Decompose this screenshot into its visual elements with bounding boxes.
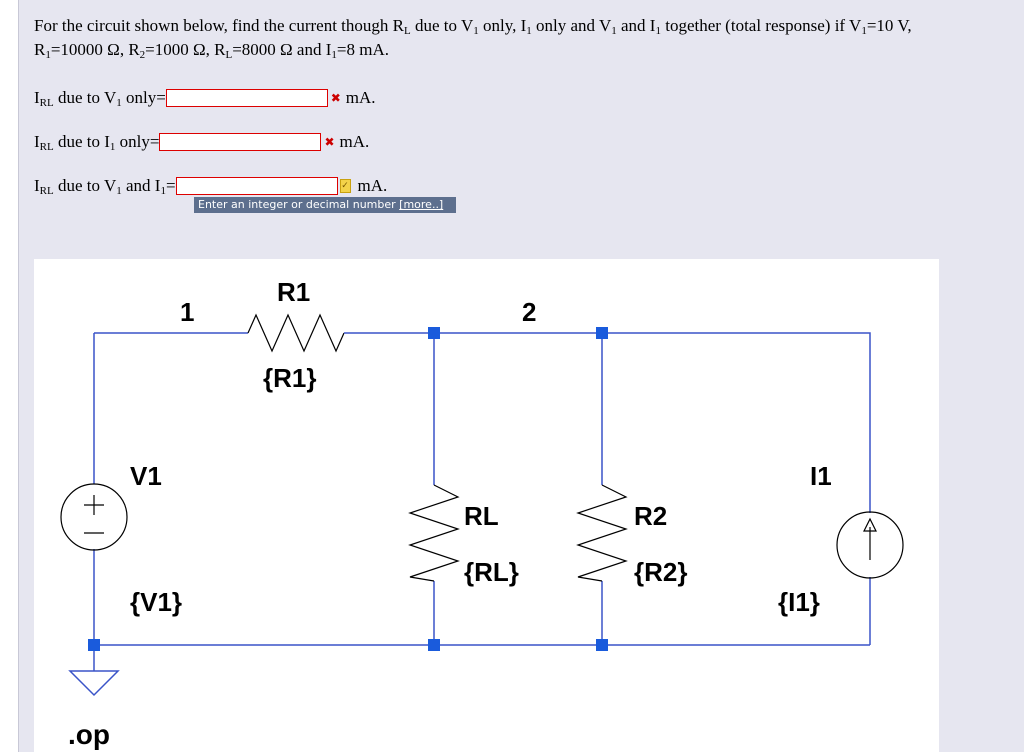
- v1-name-label: V1: [130, 461, 162, 491]
- v1-value-label: {V1}: [130, 587, 182, 617]
- resistor-r1-symbol: [247, 313, 345, 353]
- help-icon[interactable]: ✓: [339, 179, 351, 193]
- node-marker: [428, 327, 440, 339]
- wires: [68, 313, 871, 697]
- r2-name-label: R2: [634, 501, 667, 531]
- unit-label: mA.: [339, 132, 370, 151]
- node1-label: 1: [180, 297, 194, 327]
- unit-label: mA.: [345, 88, 376, 107]
- answer-input-total[interactable]: [175, 177, 338, 195]
- more-link[interactable]: [more..]: [399, 198, 444, 211]
- incorrect-icon: ✖: [330, 91, 341, 105]
- answer-label: IRL due to V1 and I1=: [34, 176, 176, 197]
- answer-input-i1-only[interactable]: [159, 133, 322, 151]
- answer-row-total: IRL due to V1 and I1= ✓ mA.: [34, 176, 388, 197]
- answer-label: IRL due to V1 only=: [34, 88, 166, 109]
- i1-value-label: {I1}: [778, 587, 820, 617]
- node2-label: 2: [522, 297, 536, 327]
- ground-symbol: [68, 670, 120, 697]
- rl-name-label: RL: [464, 501, 499, 531]
- r2-value-label: {R2}: [634, 557, 687, 587]
- current-source-i1: [836, 511, 904, 579]
- op-directive-label: .op: [68, 719, 110, 750]
- tooltip-text: Enter an integer or decimal number: [198, 198, 400, 211]
- answer-label: IRL due to I1 only=: [34, 132, 160, 153]
- resistor-rl-symbol: [408, 484, 460, 582]
- voltage-source-v1: [60, 483, 128, 551]
- r1-value-label: {R1}: [263, 363, 316, 393]
- r1-name-label: R1: [277, 277, 310, 307]
- circuit-diagram: R1 {R1} 1 2 V1 {V1} RL {RL} R2 {R2} I1 {…: [60, 277, 904, 750]
- wire-top-right: [344, 332, 871, 513]
- i1-name-label: I1: [810, 461, 832, 491]
- answer-row-v1-only: IRL due to V1 only= ✖ mA.: [34, 88, 376, 109]
- question-text: For the circuit shown below, find the cu…: [34, 16, 912, 61]
- incorrect-icon: ✖: [324, 135, 335, 149]
- node-marker: [596, 639, 608, 651]
- answer-input-v1-only[interactable]: [165, 89, 328, 107]
- node-marker: [596, 327, 608, 339]
- circuit-nodes: [88, 327, 608, 651]
- node-marker: [88, 639, 100, 651]
- input-hint-tooltip: Enter an integer or decimal number [more…: [194, 197, 456, 213]
- rl-value-label: {RL}: [464, 557, 519, 587]
- unit-label: mA.: [357, 176, 388, 195]
- circuit-figure: R1 {R1} 1 2 V1 {V1} RL {RL} R2 {R2} I1 {…: [34, 259, 939, 752]
- node-marker: [428, 639, 440, 651]
- resistor-r2-symbol: [576, 484, 628, 582]
- answer-row-i1-only: IRL due to I1 only= ✖ mA.: [34, 132, 370, 153]
